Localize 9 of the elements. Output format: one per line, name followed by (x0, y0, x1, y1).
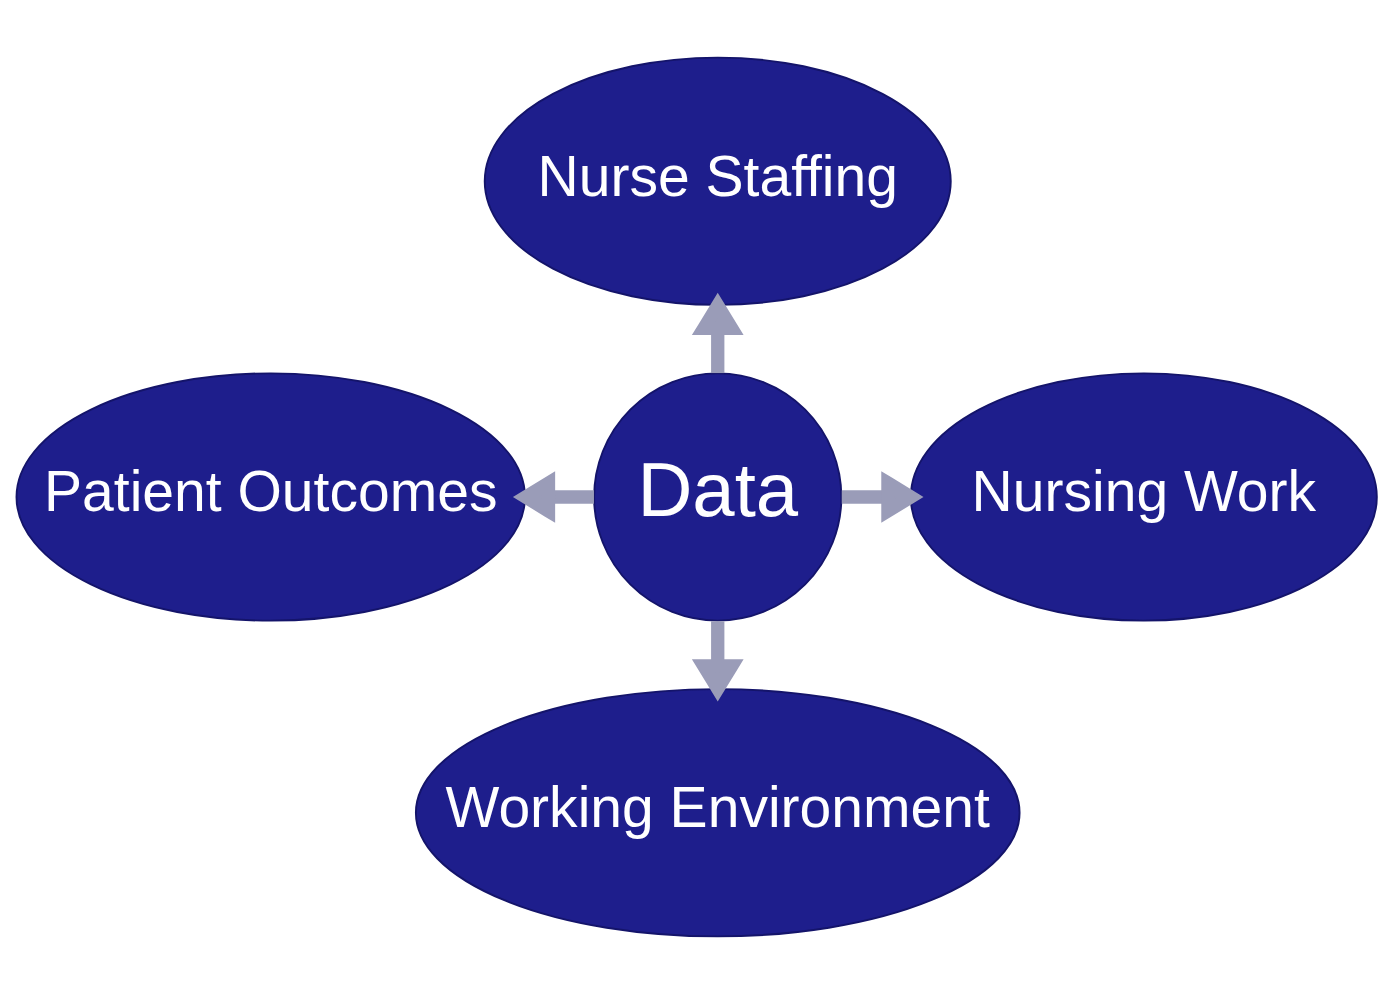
node-ellipse: Nursing Work (909, 372, 1378, 622)
arrow (691, 621, 744, 702)
arrow (841, 471, 924, 523)
arrow (512, 471, 594, 523)
node-circle: Data (593, 372, 843, 622)
node-ellipse: Working Environment (414, 688, 1021, 938)
node-ellipse: Patient Outcomes (15, 372, 526, 622)
node-ellipse: Nurse Staffing (483, 56, 952, 306)
arrow (691, 292, 744, 374)
